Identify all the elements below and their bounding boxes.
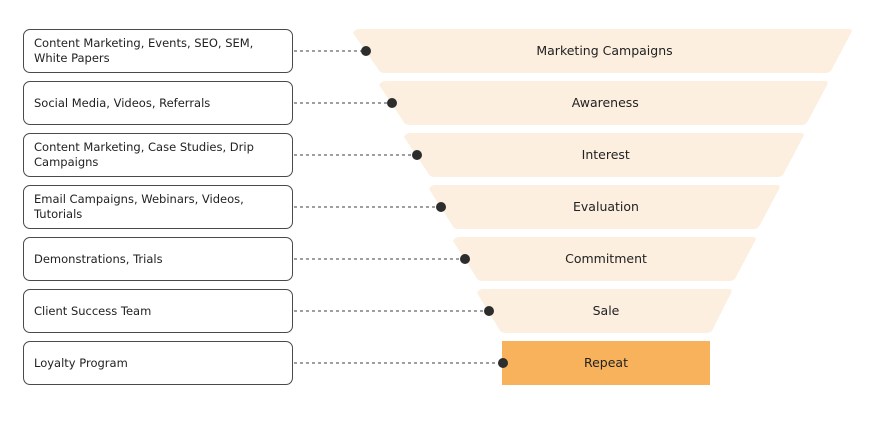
connector-dot (361, 46, 371, 56)
channel-text: Content Marketing, Events, SEO, SEM, Whi… (34, 36, 254, 65)
funnel-stage-sale (477, 289, 732, 333)
channel-text: Demonstrations, Trials (34, 251, 163, 266)
connector-dot (484, 306, 494, 316)
channel-box: Content Marketing, Case Studies, Drip Ca… (23, 133, 293, 177)
stage-label: Sale (592, 303, 620, 318)
connector-dot (387, 98, 397, 108)
connector-dot (412, 150, 422, 160)
channel-box: Content Marketing, Events, SEO, SEM, Whi… (23, 29, 293, 73)
channel-text: Client Success Team (34, 303, 152, 318)
funnel-stage-marketing-campaigns (353, 29, 852, 73)
channel-text: Email Campaigns, Webinars, Videos, Tutor… (34, 192, 244, 221)
funnel-stage-interest (404, 133, 804, 177)
funnel-stage-evaluation (429, 185, 780, 229)
funnel-stage-awareness (379, 81, 828, 125)
funnel-stage-commitment (453, 237, 756, 281)
stage-label: Commitment (565, 251, 647, 266)
stage-label: Repeat (583, 355, 628, 370)
connector-dot (436, 202, 446, 212)
channel-box: Demonstrations, Trials (23, 237, 293, 281)
channel-box: Loyalty Program (23, 341, 293, 385)
channel-box: Email Campaigns, Webinars, Videos, Tutor… (23, 185, 293, 229)
connector-dot (498, 358, 508, 368)
channel-text: Social Media, Videos, Referrals (34, 95, 211, 110)
channel-box: Social Media, Videos, Referrals (23, 81, 293, 125)
channel-text: Loyalty Program (34, 355, 128, 370)
funnel-stage-repeat (502, 341, 710, 385)
channel-box: Client Success Team (23, 289, 293, 333)
stage-label: Interest (581, 147, 630, 162)
stage-label: Marketing Campaigns (536, 43, 673, 58)
stage-label: Awareness (571, 95, 639, 110)
channel-text: Content Marketing, Case Studies, Drip Ca… (34, 140, 254, 169)
connector-dot (460, 254, 470, 264)
stage-label: Evaluation (573, 199, 639, 214)
